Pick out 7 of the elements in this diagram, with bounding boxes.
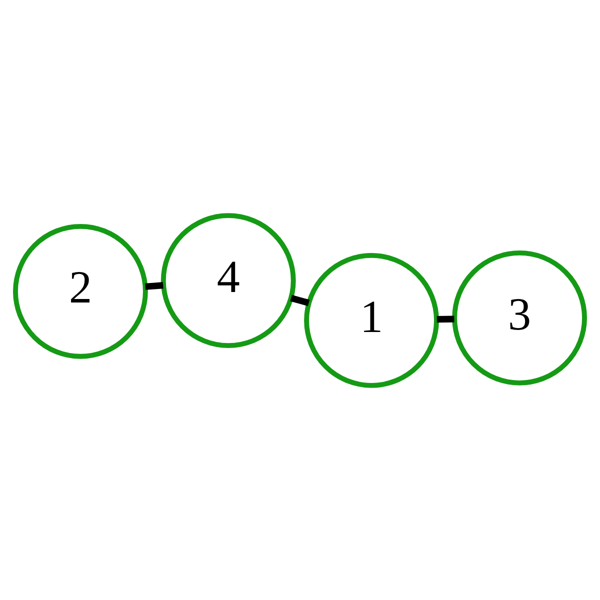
node-circle: 4 (160, 212, 296, 348)
node-circle: 1 (304, 252, 439, 388)
connector (290, 294, 310, 306)
connector (145, 282, 164, 290)
connector (436, 315, 454, 322)
node-circle: 2 (13, 223, 148, 358)
node-circle: 3 (452, 250, 587, 385)
